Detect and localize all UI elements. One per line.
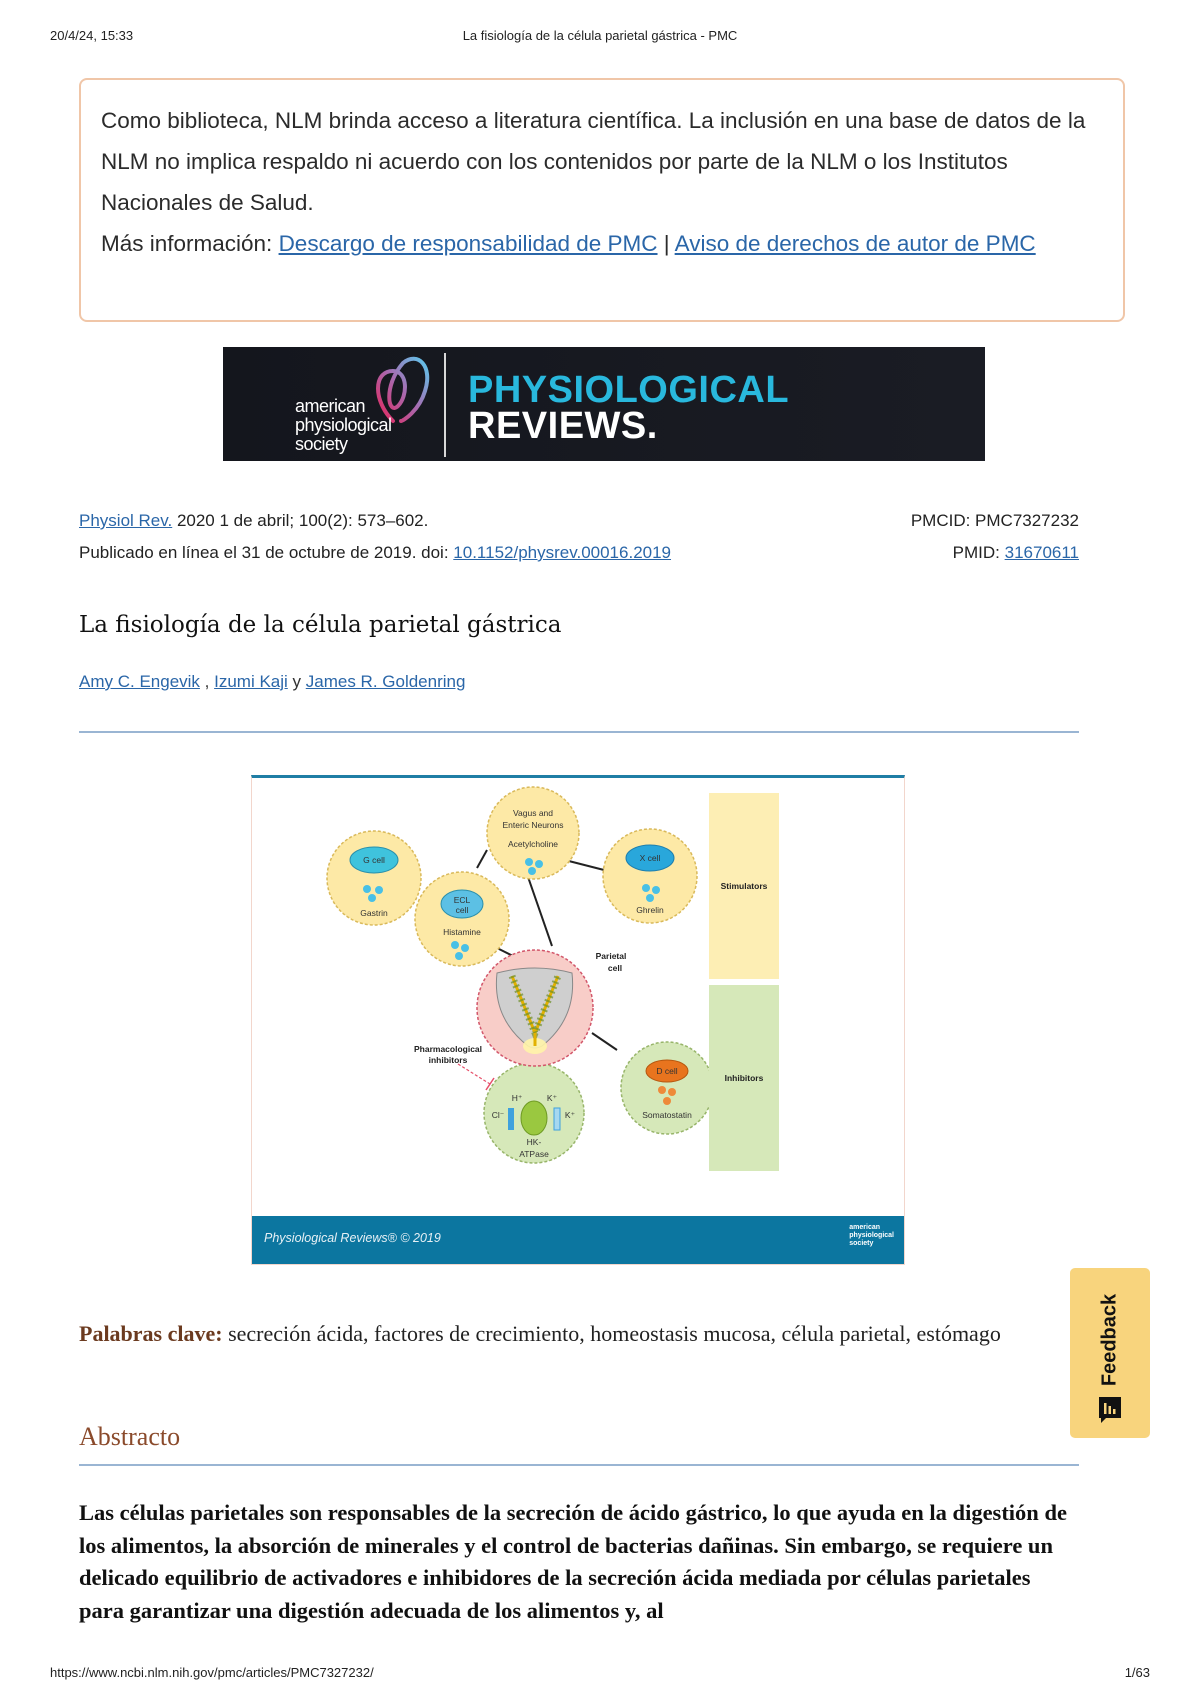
label-ghrelin: Ghrelin <box>636 905 664 915</box>
parietal-cell-diagram: Vagus and Enteric Neurons Acetylcholine … <box>326 786 779 1171</box>
author-list: Amy C. Engevik , Izumi Kaji y James R. G… <box>79 672 466 691</box>
published-date: Publicado en línea el 31 de octubre de 2… <box>79 543 454 562</box>
link-separator: | <box>657 231 675 256</box>
article-title: La fisiología de la célula parietal gást… <box>79 612 562 638</box>
keywords: Palabras clave: secreción ácida, factore… <box>79 1318 1079 1350</box>
aps-small-logo: american physiological society <box>849 1224 894 1247</box>
legend-inhibitors: Inhibitors <box>725 1073 764 1083</box>
print-footer: https://www.ncbi.nlm.nih.gov/pmc/article… <box>0 1665 1200 1685</box>
label-acetylcholine: Acetylcholine <box>508 839 558 849</box>
doi-link[interactable]: 10.1152/physrev.00016.2019 <box>453 543 672 562</box>
label-gastrin: Gastrin <box>360 908 388 918</box>
abstract-divider <box>79 1464 1079 1466</box>
pmid-label: PMID: <box>952 543 1005 562</box>
issue-info: 2020 1 de abril; 100(2): 573–602. <box>172 511 429 530</box>
label-d-cell: D cell <box>656 1066 677 1076</box>
label-ecl-cell: cell <box>456 905 469 915</box>
label-x-cell: X cell <box>640 853 661 863</box>
abstract-text: Las células parietales son responsables … <box>79 1500 1067 1623</box>
feedback-label: Feedback <box>1098 1293 1121 1387</box>
print-page-title: La fisiología de la célula parietal gást… <box>462 28 738 43</box>
pmc-disclaimer-link[interactable]: Descargo de responsabilidad de PMC <box>278 231 658 256</box>
label-pharmacological: Pharmacological <box>414 1044 482 1054</box>
pmid-link[interactable]: 31670611 <box>1004 543 1079 562</box>
feedback-button[interactable]: Feedback <box>1070 1268 1150 1438</box>
label-ion-k-right: K⁺ <box>565 1110 576 1120</box>
label-somatostatin: Somatostatin <box>642 1110 692 1120</box>
label-ion-k-top: K⁺ <box>547 1093 558 1103</box>
journal-name-line1: PHYSIOLOGICAL <box>468 369 790 411</box>
keywords-list: secreción ácida, factores de crecimiento… <box>222 1321 1001 1346</box>
label-parietal: Parietal <box>596 951 627 961</box>
label-vagus: Vagus and <box>513 808 553 818</box>
journal-name-line2: REVIEWS. <box>468 405 658 447</box>
print-header: 20/4/24, 15:33 La fisiología de la célul… <box>0 28 1200 48</box>
abstract-heading: Abstracto <box>79 1422 181 1451</box>
label-inhibitors-small: inhibitors <box>429 1055 468 1065</box>
label-enteric: Enteric Neurons <box>503 820 564 830</box>
aps-logo-icon <box>376 356 430 423</box>
banner-divider <box>444 353 446 457</box>
label-atpase: ATPase <box>519 1149 549 1159</box>
section-divider <box>79 731 1079 733</box>
label-parietal-cell: cell <box>608 963 622 973</box>
print-url: https://www.ncbi.nlm.nih.gov/pmc/article… <box>50 1665 374 1680</box>
print-datetime: 20/4/24, 15:33 <box>50 28 134 43</box>
author-link[interactable]: Izumi Kaji <box>214 672 288 691</box>
label-ecl: ECL <box>454 895 471 905</box>
pmc-copyright-link[interactable]: Aviso de derechos de autor de PMC <box>674 231 1036 256</box>
legend-stimulators: Stimulators <box>721 881 768 891</box>
more-info-label: Más información: <box>101 231 279 256</box>
author-link[interactable]: James R. Goldenring <box>305 672 466 691</box>
keywords-label: Palabras clave: <box>79 1321 223 1346</box>
label-ion-cl: Cl⁻ <box>492 1110 505 1120</box>
journal-banner[interactable]: american physiological society PHYSIOLOG… <box>223 347 985 461</box>
journal-link[interactable]: Physiol Rev. <box>79 511 173 530</box>
page-number: 1/63 <box>1124 1665 1150 1680</box>
label-histamine: Histamine <box>443 927 481 937</box>
label-g-cell: G cell <box>363 855 385 865</box>
pmcid: PMCID: PMC7327232 <box>910 511 1079 530</box>
graphical-abstract-figure[interactable]: Vagus and Enteric Neurons Acetylcholine … <box>251 775 905 1265</box>
label-ion-h: H⁺ <box>512 1093 523 1103</box>
notice-text: Como biblioteca, NLM brinda acceso a lit… <box>101 108 1086 215</box>
label-hk: HK- <box>527 1137 542 1147</box>
author-link[interactable]: Amy C. Engevik <box>79 672 200 691</box>
citation-block: Physiol Rev. 2020 1 de abril; 100(2): 57… <box>79 511 1079 575</box>
aps-wordmark: american physiological society <box>295 396 392 454</box>
figure-copyright: Physiological Reviews® © 2019 <box>264 1231 441 1245</box>
feedback-chart-icon <box>1099 1397 1121 1423</box>
nlm-disclaimer-notice: Como biblioteca, NLM brinda acceso a lit… <box>79 78 1125 322</box>
figure-footer-bar: Physiological Reviews® © 2019 american p… <box>252 1216 904 1264</box>
